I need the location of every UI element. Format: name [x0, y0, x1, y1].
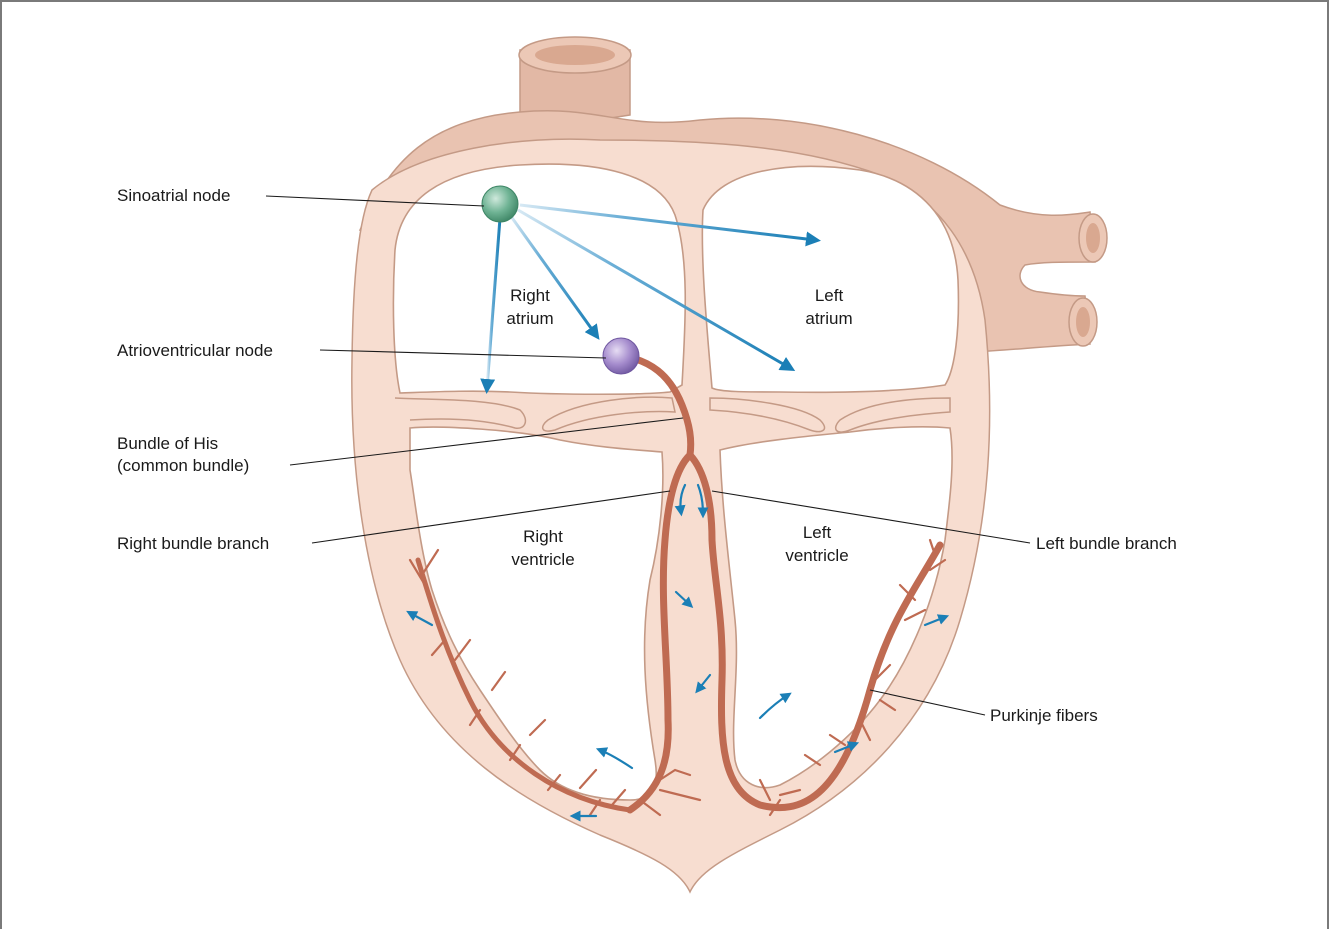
label-left-ventricle-1: Left [803, 523, 832, 542]
left-ventricle-chamber [720, 427, 952, 788]
right-ventricle-chamber [410, 427, 663, 800]
label-right-atrium-2: atrium [506, 309, 553, 328]
label-right-bundle-branch: Right bundle branch [117, 534, 269, 553]
label-bundle-of-his: Bundle of His [117, 434, 218, 453]
label-right-ventricle-1: Right [523, 527, 563, 546]
label-sinoatrial-node: Sinoatrial node [117, 186, 230, 205]
label-left-atrium-2: atrium [805, 309, 852, 328]
label-right-atrium-1: Right [510, 286, 550, 305]
label-left-bundle-branch: Left bundle branch [1036, 534, 1177, 553]
label-left-atrium-1: Left [815, 286, 844, 305]
label-atrioventricular-node: Atrioventricular node [117, 341, 273, 360]
label-common-bundle: (common bundle) [117, 456, 249, 475]
left-atrium-chamber [702, 166, 958, 392]
atrioventricular-node [603, 338, 639, 374]
label-left-ventricle-2: ventricle [785, 546, 848, 565]
label-right-ventricle-2: ventricle [511, 550, 574, 569]
sinoatrial-node [482, 186, 518, 222]
label-purkinje-fibers: Purkinje fibers [990, 706, 1098, 725]
